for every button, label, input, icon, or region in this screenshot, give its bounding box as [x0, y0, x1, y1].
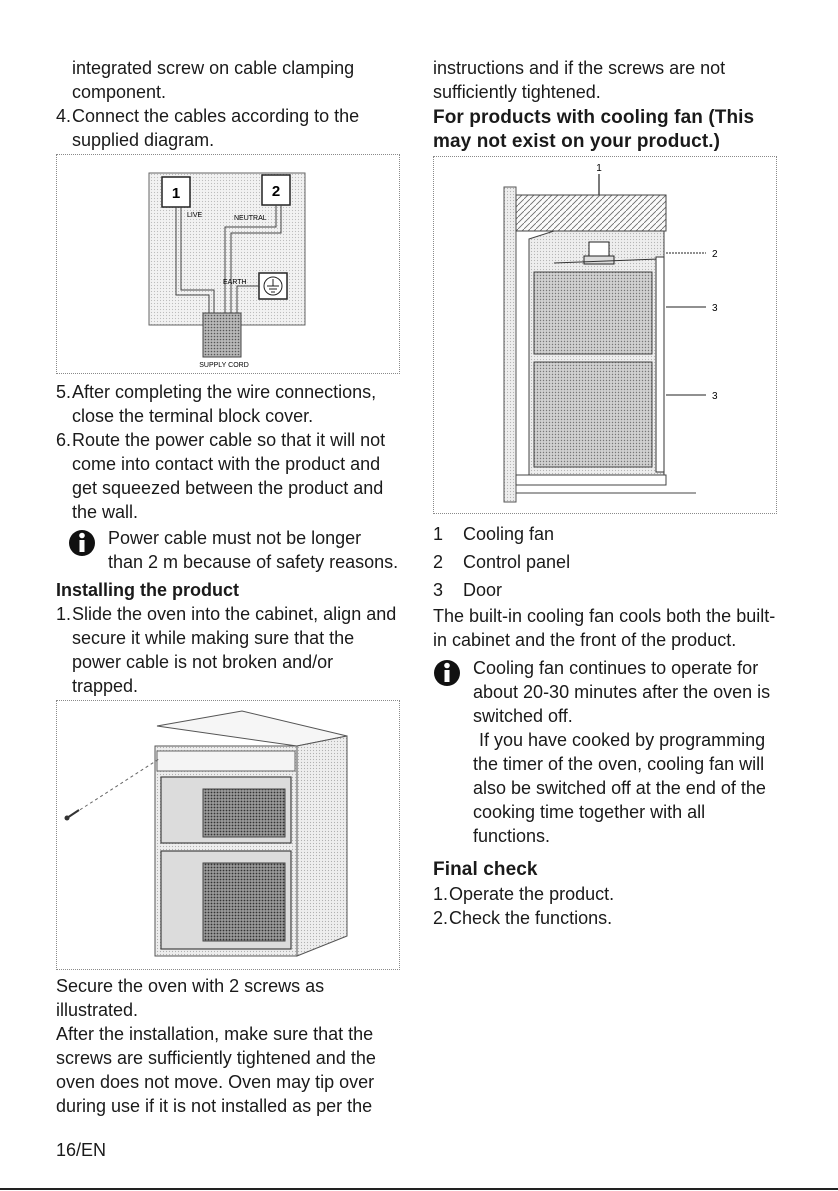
final-step-1: 1. Operate the product.	[433, 882, 785, 906]
cooling-fan-svg: 1 2 3 3	[503, 163, 718, 503]
step-4-number: 4.	[56, 106, 72, 126]
step-6: 6. Route the power cable so that it will…	[56, 428, 401, 524]
step-4-text: Connect the cables according to the supp…	[72, 106, 360, 150]
legend-text: Cooling fan	[463, 524, 555, 544]
continued-text: instructions and if the screws are not s…	[433, 58, 726, 102]
cooling-fan-icon	[583, 241, 615, 265]
legend-text: Control panel	[463, 552, 571, 572]
bottom-divider	[0, 1188, 838, 1190]
info-icon	[433, 656, 467, 848]
step-5-text: After completing the wire connections, c…	[72, 382, 377, 426]
intro-line-2: component.	[72, 82, 167, 102]
legend-item: 3 Door	[433, 576, 785, 604]
step-6-text: Route the power cable so that it will no…	[72, 430, 386, 522]
step-6-number: 6.	[56, 430, 72, 450]
oven-install-svg	[64, 710, 348, 957]
final-step-2: 2. Check the functions.	[433, 906, 785, 930]
cooling-fan-heading: For products with cooling fan (This may …	[433, 107, 755, 152]
final-step-1-text: Operate the product.	[449, 884, 615, 904]
diagram-label-3a: 3	[712, 303, 718, 314]
legend-number: 3	[433, 580, 444, 600]
final-step-2-number: 2.	[433, 908, 449, 928]
right-column: instructions and if the screws are not s…	[433, 56, 785, 930]
legend-item: 2 Control panel	[433, 548, 785, 576]
note-power-cable-text: Power cable must not be longer than 2 m …	[108, 528, 399, 572]
live-label: LIVE	[187, 212, 203, 219]
legend-text: Door	[463, 580, 503, 600]
wiring-diagram-svg: 1 2 LIVE NEUTRAL EARTH SUPP	[148, 172, 306, 369]
legend-number: 2	[433, 552, 444, 572]
earth-ground-icon	[263, 276, 283, 296]
after-installation-text: After the installation, make sure that t…	[56, 1024, 376, 1116]
final-step-1-number: 1.	[433, 884, 449, 904]
final-step-2-text: Check the functions.	[449, 908, 613, 928]
note-power-cable: Power cable must not be longer than 2 m …	[56, 526, 401, 574]
diagram-legend: 1 Cooling fan 2 Control panel 3 Door	[433, 520, 785, 604]
diagram-label-1: 1	[596, 163, 602, 174]
legend-number: 1	[433, 524, 444, 544]
cooling-description: The built-in cooling fan cools both the …	[433, 606, 776, 650]
install-step-1-text: Slide the oven into the cabinet, align a…	[72, 604, 397, 696]
screw-icon	[64, 809, 80, 821]
wiring-diagram: 1 2 LIVE NEUTRAL EARTH SUPP	[56, 154, 400, 374]
secure-text: Secure the oven with 2 screws as illustr…	[56, 976, 325, 1020]
legend-item: 1 Cooling fan	[433, 520, 785, 548]
install-step-1-number: 1.	[56, 604, 72, 624]
page-number: 16/EN	[56, 1140, 107, 1160]
terminal-2-label: 2	[272, 183, 280, 200]
note-cooling-fan: Cooling fan continues to operate for abo…	[433, 656, 785, 848]
info-icon	[68, 526, 102, 574]
neutral-label: NEUTRAL	[234, 215, 267, 222]
step-4: 4. Connect the cables according to the s…	[56, 104, 401, 152]
oven-install-illustration	[56, 700, 400, 970]
terminal-1-label: 1	[172, 185, 180, 202]
supply-cord	[202, 312, 242, 358]
cooling-fan-diagram: 1 2 3 3	[433, 156, 777, 514]
earth-label: EARTH	[223, 279, 247, 286]
note-cooling-fan-body: Cooling fan continues to operate for abo…	[467, 656, 785, 848]
step-5: 5. After completing the wire connections…	[56, 380, 401, 428]
supply-cord-label: SUPPLY CORD	[199, 362, 249, 369]
diagram-label-2: 2	[712, 249, 718, 260]
diagram-label-3b: 3	[712, 391, 718, 402]
installing-heading: Installing the product	[56, 580, 239, 600]
note-cooling-fan-text-1: Cooling fan continues to operate for abo…	[473, 658, 771, 726]
final-check-heading: Final check	[433, 859, 538, 880]
left-column: integrated screw on cable clamping compo…	[56, 56, 401, 1118]
step-5-number: 5.	[56, 382, 72, 402]
install-step-1: 1. Slide the oven into the cabinet, alig…	[56, 602, 401, 698]
note-cooling-fan-text-2: If you have cooked by programming the ti…	[473, 730, 766, 846]
intro-line-1: integrated screw on cable clamping	[72, 58, 355, 78]
